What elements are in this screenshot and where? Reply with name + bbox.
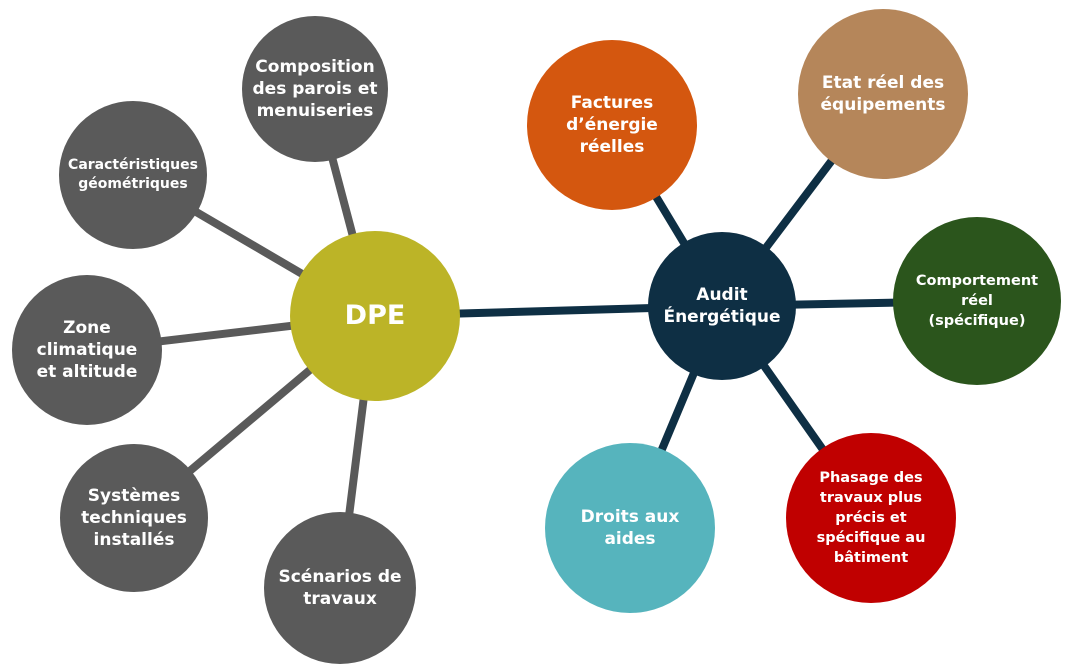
node-composition-parois-label: Composition des parois et menuiseries: [252, 57, 378, 121]
node-systemes-techniques: Systèmes techniques installés: [60, 444, 208, 592]
node-composition-parois: Composition des parois et menuiseries: [242, 16, 388, 162]
hub-audit-energetique: Audit Énergétique: [648, 232, 796, 380]
node-factures-energie-label: Factures d’énergie réelles: [566, 93, 658, 157]
node-droits-aides: Droits aux aides: [545, 443, 715, 613]
node-zone-climatique: Zone climatique et altitude: [12, 275, 162, 425]
node-phasage-travaux-label: Phasage des travaux plus précis et spéci…: [816, 470, 926, 566]
node-etat-equipements: Etat réel des équipements: [798, 9, 968, 179]
node-comportement-reel: Comportement réel (spécifique): [893, 217, 1061, 385]
node-comportement-reel-label: Comportement réel (spécifique): [915, 273, 1039, 329]
hub-dpe-label: DPE: [344, 300, 406, 331]
node-droits-aides-label: Droits aux aides: [580, 507, 680, 549]
node-factures-energie: Factures d’énergie réelles: [527, 40, 697, 210]
node-zone-climatique-label: Zone climatique et altitude: [36, 318, 138, 382]
node-scenarios-travaux: Scénarios de travaux: [264, 512, 416, 664]
hub-dpe: DPE: [290, 231, 460, 401]
node-caracteristiques-geometriques: Caractéristiques géométriques: [59, 101, 207, 249]
node-scenarios-travaux-label: Scénarios de travaux: [278, 567, 402, 609]
node-phasage-travaux: Phasage des travaux plus précis et spéci…: [786, 433, 956, 603]
hub-audit-energetique-label: Audit Énergétique: [663, 285, 781, 327]
node-systemes-techniques-label: Systèmes techniques installés: [81, 486, 187, 550]
node-etat-equipements-label: Etat réel des équipements: [820, 73, 946, 115]
node-caracteristiques-geometriques-label: Caractéristiques géométriques: [68, 157, 198, 192]
